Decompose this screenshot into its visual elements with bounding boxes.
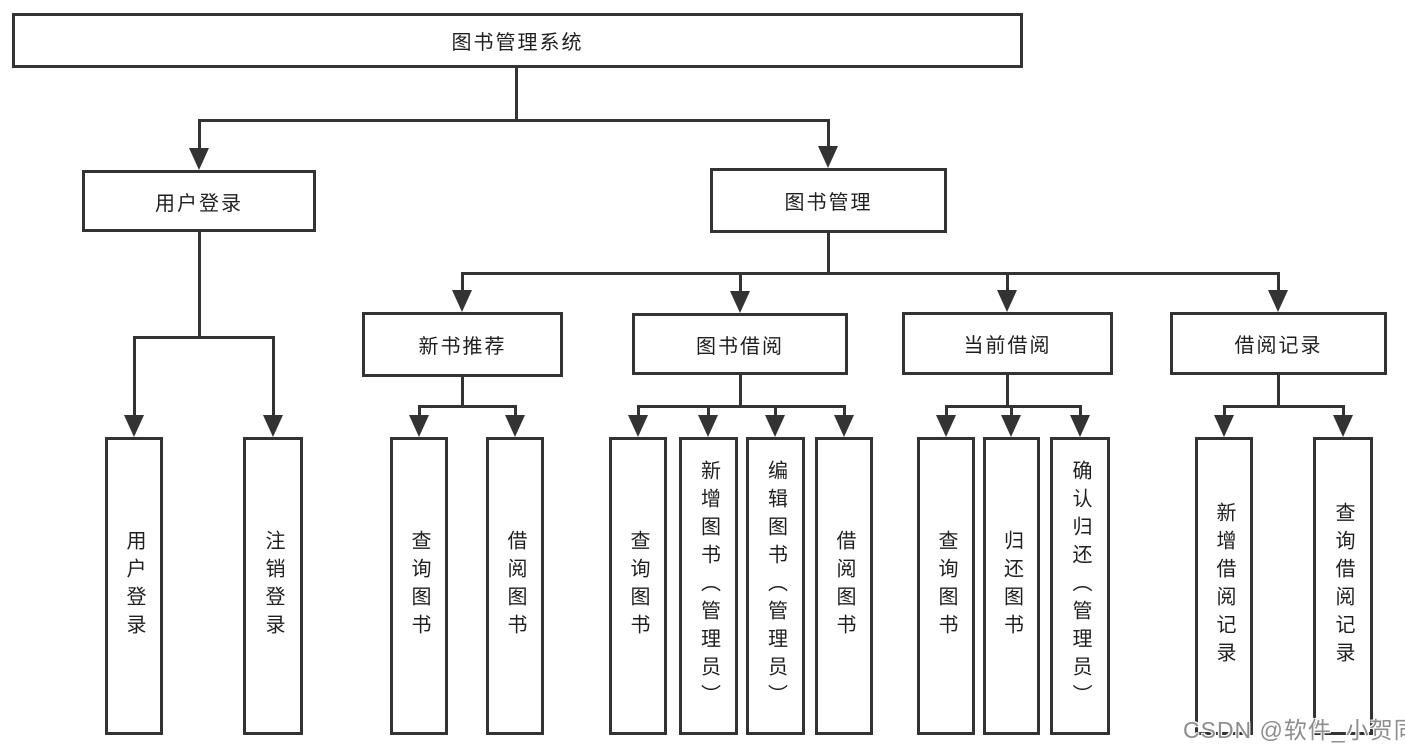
connector-line	[198, 232, 201, 339]
arrow-down-icon	[628, 415, 648, 437]
connector-line	[739, 274, 742, 291]
arrow-down-icon	[936, 415, 956, 437]
node-label: 查询图书	[408, 530, 430, 642]
connector-line	[827, 233, 830, 275]
connector-line	[637, 407, 640, 415]
connector-line	[945, 407, 948, 415]
connector-line	[418, 407, 421, 415]
leaf-logout: 注销登录	[243, 437, 303, 735]
node-label: 用户登录	[123, 530, 145, 642]
connector-line	[739, 375, 742, 407]
node-label: 新书推荐	[418, 336, 507, 358]
leaf-borrow-books: 借阅图书	[815, 437, 873, 735]
connector-line	[843, 407, 846, 415]
connector-line	[637, 405, 846, 408]
arrow-down-icon	[698, 415, 718, 437]
arrow-down-icon	[1268, 290, 1288, 312]
arrow-down-icon	[452, 290, 472, 312]
connector-line	[515, 68, 518, 121]
arrow-down-icon	[818, 146, 838, 168]
connector-line	[418, 405, 517, 408]
leaf-query-books-recommend: 查询图书	[390, 437, 448, 735]
node-label: 图书管理	[784, 192, 873, 214]
arrow-down-icon	[1001, 415, 1021, 437]
leaf-edit-books-admin: 编辑图书（管理员）	[746, 437, 805, 735]
connector-line	[461, 274, 464, 290]
arrow-down-icon	[730, 291, 750, 313]
connector-line	[461, 377, 464, 408]
arrow-down-icon	[1070, 415, 1090, 437]
connector-line	[133, 337, 136, 415]
connector-line	[1277, 274, 1280, 290]
arrow-down-icon	[409, 415, 429, 437]
csdn-watermark: CSDN @软件_小贺同学	[1183, 717, 1405, 743]
leaf-add-borrow-record: 新增借阅记录	[1195, 437, 1253, 735]
node-label: 确认归还（管理员）	[1069, 460, 1091, 712]
node-label: 注销登录	[262, 530, 284, 642]
arrow-down-icon	[1214, 415, 1234, 437]
connector-line	[774, 407, 777, 415]
leaf-user-login: 用户登录	[105, 437, 163, 735]
connector-line	[198, 120, 201, 148]
leaf-add-books-admin: 新增图书（管理员）	[679, 437, 738, 735]
leaf-return-books: 归还图书	[983, 437, 1040, 735]
node-borrowing-records: 借阅记录	[1170, 312, 1387, 375]
node-current-borrowing: 当前借阅	[902, 312, 1113, 375]
arrow-down-icon	[263, 415, 283, 437]
connector-line	[1006, 375, 1009, 407]
connector-line	[1342, 407, 1345, 415]
connector-line	[514, 407, 517, 415]
node-new-book-recommendation: 新书推荐	[362, 312, 563, 377]
node-label: 借阅记录	[1234, 335, 1323, 357]
arrow-down-icon	[505, 415, 525, 437]
node-book-borrowing: 图书借阅	[632, 313, 848, 375]
arrow-down-icon	[997, 290, 1017, 312]
node-book-management: 图书管理	[710, 168, 947, 233]
leaf-borrow-books-recommend: 借阅图书	[486, 437, 544, 735]
arrow-down-icon	[189, 148, 209, 170]
node-label: 图书管理系统	[451, 32, 584, 54]
node-label: 当前借阅	[963, 335, 1052, 357]
node-label: 新增借阅记录	[1213, 502, 1235, 670]
arrow-down-icon	[834, 415, 854, 437]
arrow-down-icon	[1333, 415, 1353, 437]
node-label: 用户登录	[155, 192, 243, 215]
connector-line	[272, 337, 275, 415]
connector-line	[1223, 407, 1226, 415]
connector-line	[1006, 274, 1009, 290]
node-label: 图书借阅	[696, 335, 784, 358]
node-library-management-system: 图书管理系统	[12, 13, 1023, 68]
node-label: 查询借阅记录	[1332, 502, 1354, 670]
connector-line	[945, 405, 1082, 408]
leaf-query-borrow-record: 查询借阅记录	[1313, 437, 1373, 735]
node-label: 编辑图书（管理员）	[764, 460, 787, 712]
node-label: 归还图书	[1000, 530, 1023, 642]
node-user-login: 用户登录	[82, 170, 316, 232]
node-label: 查询图书	[935, 530, 957, 642]
arrow-down-icon	[765, 415, 785, 437]
connector-line	[198, 119, 830, 122]
node-label: 新增图书（管理员）	[697, 460, 720, 712]
connector-line	[827, 120, 830, 146]
connector-line	[1223, 405, 1345, 408]
connector-line	[461, 272, 1280, 275]
leaf-query-books-borrowing: 查询图书	[609, 437, 667, 735]
connector-line	[133, 336, 275, 339]
node-label: 查询图书	[627, 530, 649, 642]
leaf-confirm-return-admin: 确认归还（管理员）	[1050, 437, 1110, 735]
leaf-query-books-current: 查询图书	[917, 437, 975, 735]
connector-line	[707, 407, 710, 415]
connector-line	[1010, 407, 1013, 415]
arrow-down-icon	[124, 415, 144, 437]
node-label: 借阅图书	[833, 530, 855, 642]
connector-line	[1079, 407, 1082, 415]
node-label: 借阅图书	[504, 530, 526, 642]
connector-line	[1277, 375, 1280, 407]
